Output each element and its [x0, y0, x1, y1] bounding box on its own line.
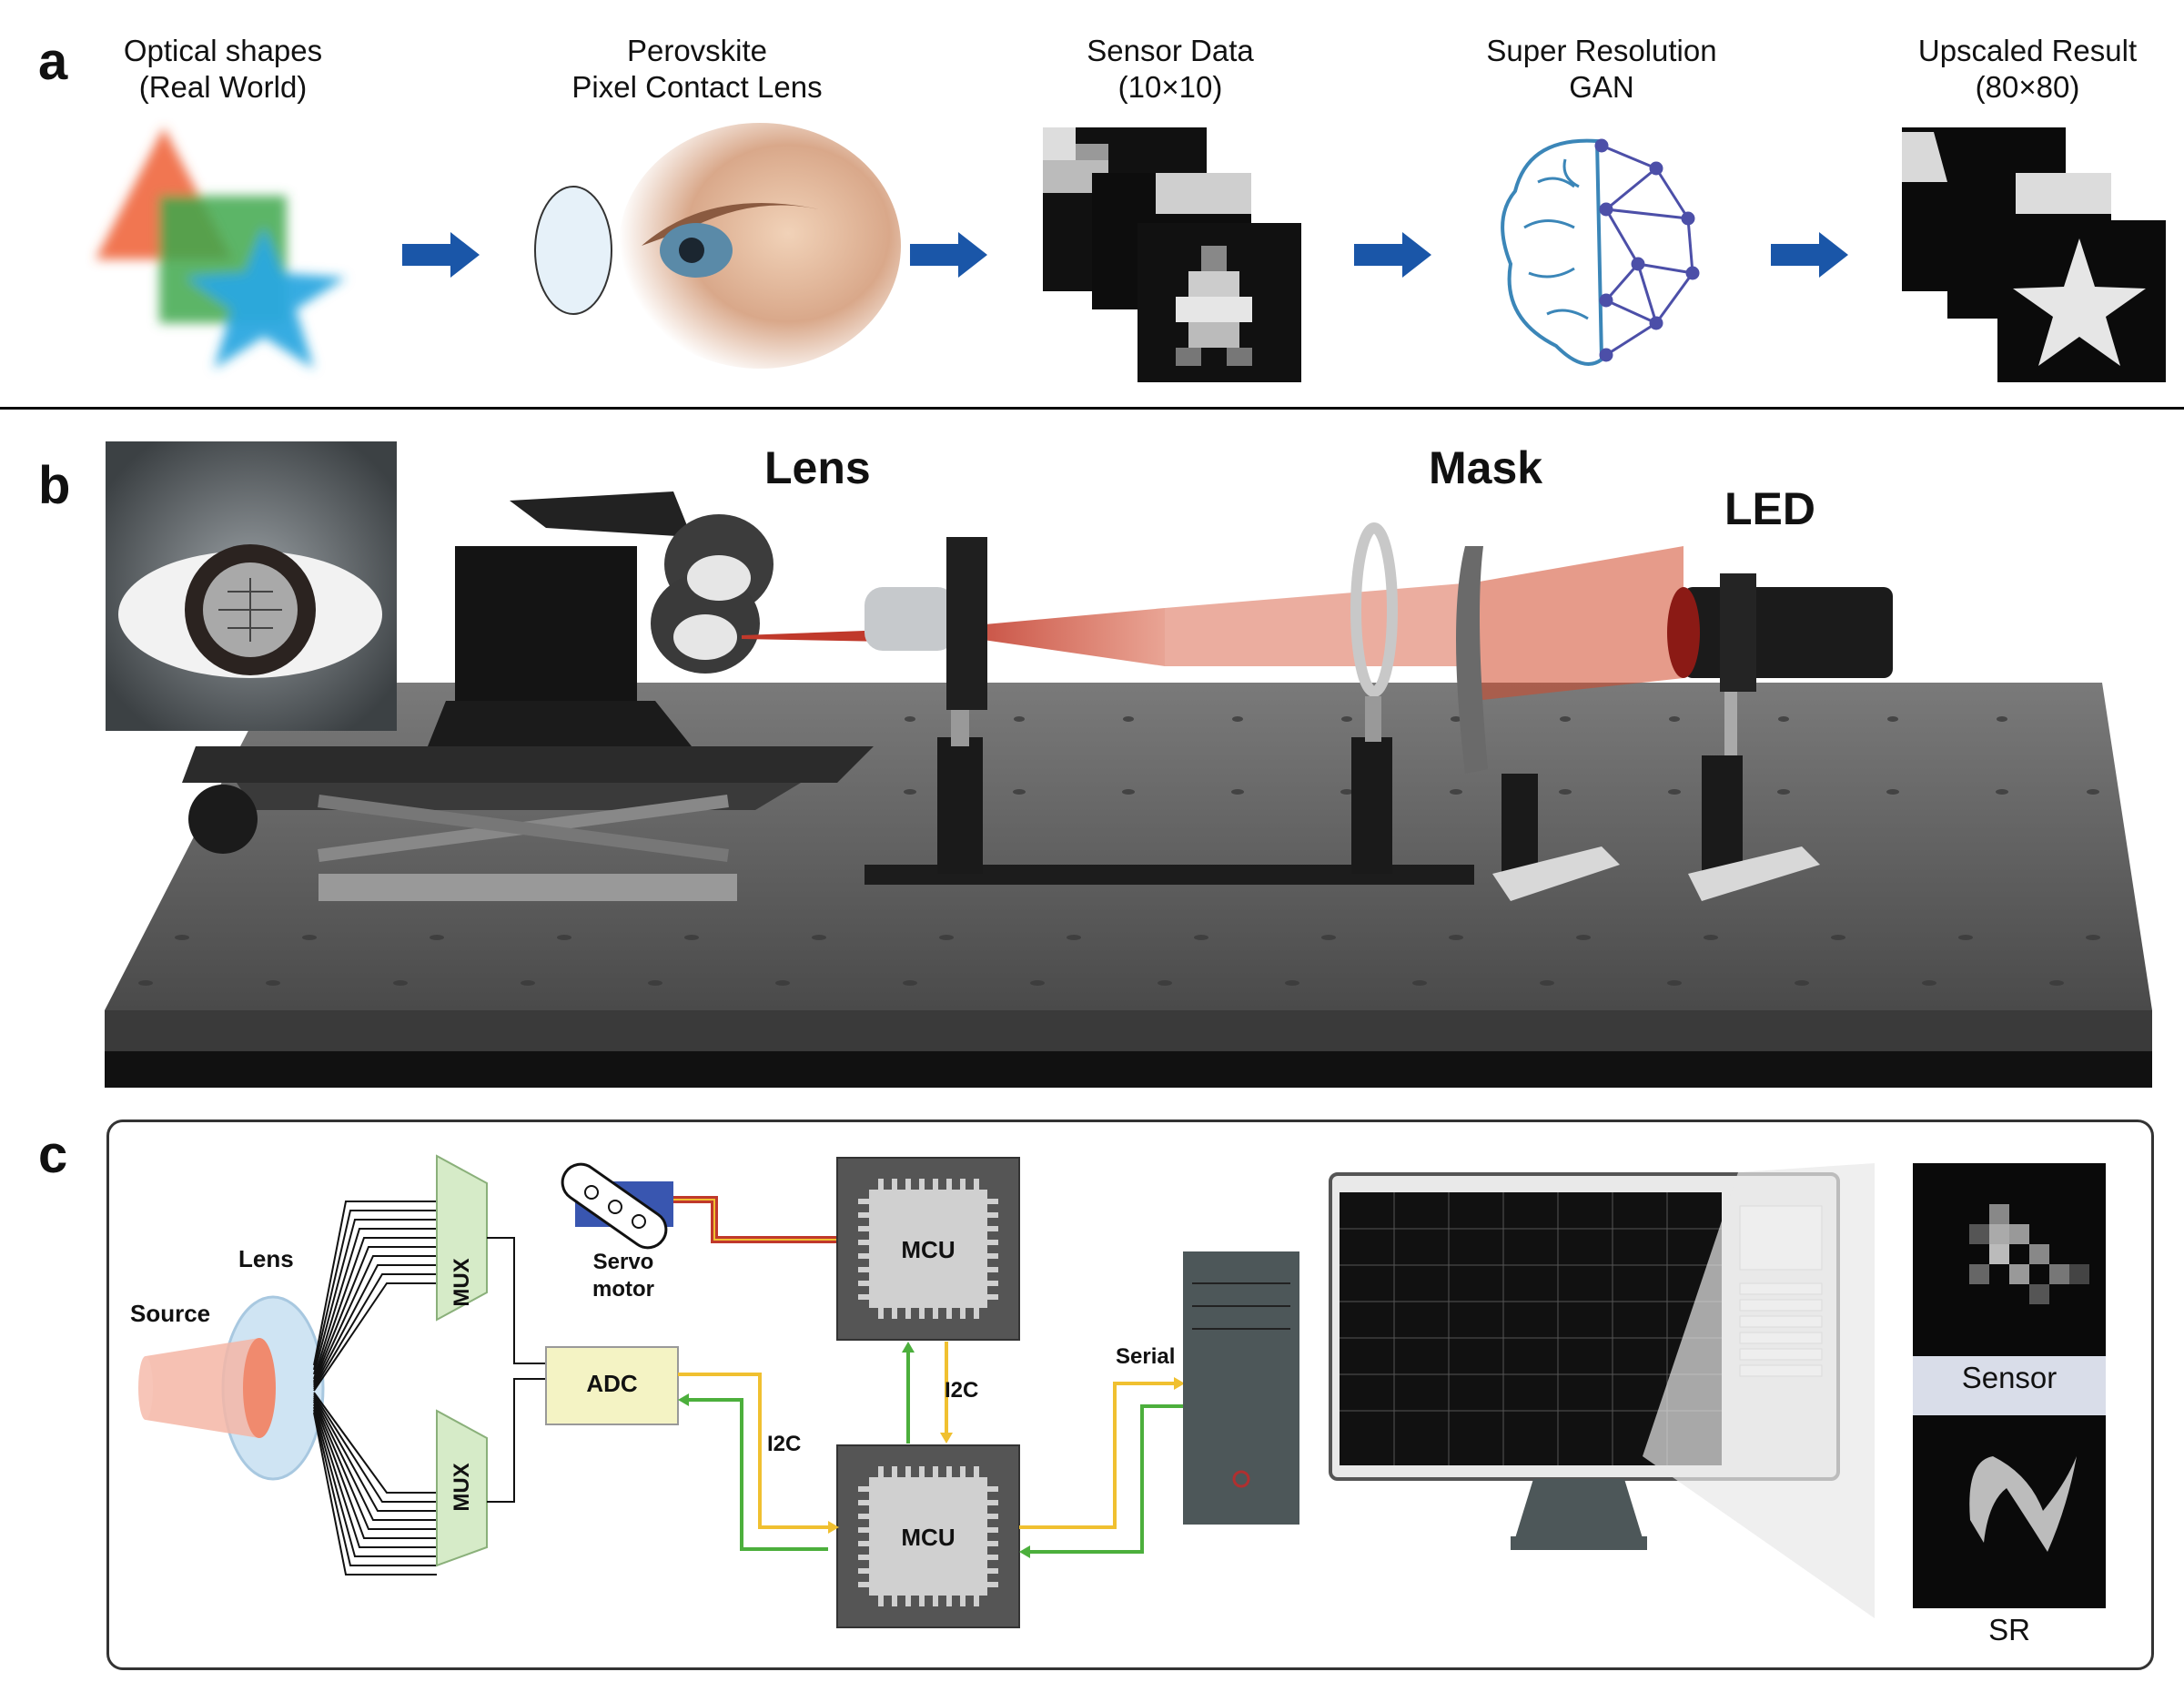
sensor-caption: Sensor	[1961, 1361, 2058, 1394]
serial-label: Serial	[1116, 1344, 1176, 1369]
eyelid	[642, 203, 819, 246]
upscaled-stack	[1902, 127, 2166, 382]
arrow-icon	[402, 232, 480, 278]
stage-label-gan: Super Resolution GAN	[1420, 33, 1784, 106]
source-face	[243, 1338, 276, 1438]
sr-image	[1913, 1415, 2106, 1608]
stage-line1: Perovskite	[626, 34, 768, 67]
contact-lens	[534, 186, 612, 315]
i2c-label-left: I2C	[767, 1432, 802, 1456]
optical-table-base	[105, 1051, 2152, 1088]
optical-table-front	[105, 1010, 2152, 1051]
flow-arrows	[402, 232, 1848, 278]
sensor-wires	[313, 1201, 437, 1575]
panel-a-graphics	[0, 123, 2184, 410]
servo-wire	[673, 1196, 837, 1243]
light-beam-right	[1165, 583, 1474, 666]
light-beam-led	[1474, 546, 1684, 701]
table-holes	[138, 716, 2100, 986]
mcu-bottom-label: MCU	[901, 1524, 956, 1551]
panel-letter-a: a	[38, 32, 68, 91]
optical-bench-render	[105, 441, 2152, 1088]
stage-line2: GAN	[1569, 70, 1634, 104]
sr-caption: SR	[1988, 1613, 2030, 1646]
system-block-diagram	[138, 1154, 2106, 1628]
stage-label-contact-lens: Perovskite Pixel Contact Lens	[515, 33, 879, 106]
adc-label: ADC	[586, 1370, 638, 1397]
label-lens-c: Lens	[238, 1245, 294, 1272]
mux-upper-block	[436, 1154, 488, 1322]
stage-line1: Sensor Data	[1087, 34, 1254, 67]
lab-jack	[182, 746, 874, 901]
light-beam-mid	[965, 608, 1165, 666]
mcu-bottom-chip	[836, 1444, 1020, 1628]
section-divider	[0, 407, 2184, 410]
label-lens: Lens	[764, 442, 871, 493]
mask-mount	[1350, 522, 1620, 901]
arrow-icon	[910, 232, 987, 278]
sensor-image	[1913, 1163, 2106, 1356]
panel-letter-b: b	[38, 456, 71, 515]
panel-c-frame	[106, 1120, 2154, 1670]
star-shape	[187, 228, 346, 369]
arrow-icon	[1771, 232, 1848, 278]
mux-lower-label: MUX	[450, 1463, 474, 1512]
mux-upper-label: MUX	[450, 1258, 474, 1307]
source-end	[138, 1356, 153, 1420]
label-mask: Mask	[1429, 442, 1543, 493]
stage-label-upscaled: Upscaled Result (80×80)	[1845, 33, 2184, 106]
label-source: Source	[130, 1300, 211, 1327]
brain-icon	[1501, 138, 1700, 366]
serial-line-green	[1030, 1404, 1183, 1554]
mcu-top-chip	[836, 1157, 1020, 1341]
label-led: LED	[1724, 483, 1815, 534]
pc-tower-icon	[1183, 1251, 1299, 1525]
i2c-line-yellow	[678, 1373, 828, 1529]
servo-label-line1: Servo	[592, 1250, 654, 1274]
mcu-top-label: MCU	[901, 1236, 956, 1263]
i2c-line-green	[689, 1398, 828, 1551]
eye-photo	[619, 123, 901, 369]
zoom-wedge	[1643, 1163, 1875, 1618]
servo-label-line2: motor	[592, 1277, 654, 1302]
stage-line1: Upscaled Result	[1917, 34, 2138, 67]
adc-block	[545, 1346, 679, 1425]
contact-lens-eye	[534, 123, 901, 369]
servo-label: Servo motor	[569, 1249, 678, 1303]
led-mount	[1667, 573, 1893, 901]
optical-rail	[864, 865, 1474, 885]
stage-line1: Optical shapes	[123, 34, 323, 67]
stage-label-optical-shapes: Optical shapes (Real World)	[41, 33, 405, 106]
lens-mount	[864, 537, 987, 874]
stage-line2: (10×10)	[1117, 70, 1223, 104]
arrow-icon	[1354, 232, 1431, 278]
sensor-data-stack	[1043, 127, 1301, 382]
serial-line-yellow	[1019, 1382, 1174, 1529]
pupil	[679, 238, 704, 263]
i2c-label-vertical: I2C	[945, 1378, 979, 1403]
servo-motor-icon	[561, 1162, 673, 1250]
stage-line2: Pixel Contact Lens	[571, 70, 823, 104]
sensor-caption-band	[1913, 1356, 2106, 1415]
optical-shapes	[96, 127, 346, 369]
source-beam	[146, 1338, 259, 1438]
stage-label-sensor-data: Sensor Data (10×10)	[988, 33, 1352, 106]
mux-lower-block	[436, 1409, 488, 1567]
stage-line2: (Real World)	[138, 70, 308, 104]
robot-eye-module	[428, 491, 774, 746]
stage-line1: Super Resolution	[1486, 34, 1717, 67]
panel-letter-c: c	[38, 1125, 68, 1184]
eye-inset-photo	[106, 441, 397, 731]
stage-line2: (80×80)	[1975, 70, 2080, 104]
